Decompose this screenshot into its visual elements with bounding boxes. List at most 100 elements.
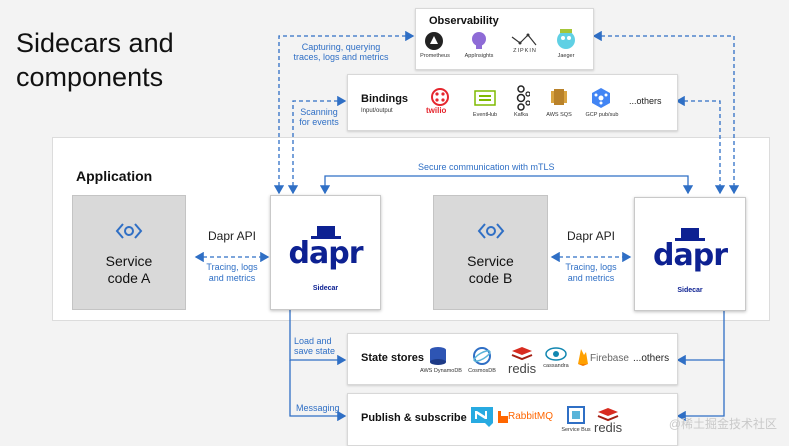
service-b-line-1: Service xyxy=(467,253,514,269)
cosmosdb-logo xyxy=(472,346,492,371)
redis-label: redis xyxy=(508,361,537,376)
twilio-label: twilio xyxy=(426,106,447,115)
eventhub-label: EventHub xyxy=(472,112,498,118)
cassandra-label: cassandra xyxy=(543,363,569,369)
redis-logo xyxy=(511,345,533,366)
service-a-line-1: Service xyxy=(105,253,153,269)
mtls-label: Secure communication with mTLS xyxy=(418,162,555,172)
dapr-hat-icon xyxy=(311,226,341,239)
jaeger-logo xyxy=(554,27,578,56)
sidecar-b-box: dapr Sidecar xyxy=(634,197,746,311)
gcp-pubsub-logo xyxy=(590,87,612,114)
dapr-logo-text: dapr xyxy=(653,238,728,273)
cosmosdb-label: CosmosDB xyxy=(468,368,496,374)
nats-logo xyxy=(471,407,493,432)
prometheus-logo xyxy=(424,31,444,56)
gcp-pubsub-icon xyxy=(592,88,610,108)
state-stores-title: State stores xyxy=(361,352,424,364)
prometheus-label: Prometheus xyxy=(420,53,450,59)
dynamodb-label: AWS DynamoDB xyxy=(420,368,462,374)
twilio-icon xyxy=(431,88,449,106)
cassandra-logo xyxy=(545,346,567,367)
tracing-b-line-1: Tracing, logs xyxy=(565,262,617,272)
prometheus-icon xyxy=(425,32,443,50)
pubsub-title: Publish & subscribe xyxy=(361,412,467,424)
jaeger-label: Jaeger xyxy=(557,53,575,59)
scanning-line-1: Scanning xyxy=(300,107,338,117)
load-save-label: Load and save state xyxy=(294,336,342,356)
sidecar-a-box: dapr Sidecar xyxy=(270,195,381,310)
scanning-line-2: for events xyxy=(299,117,339,127)
zipkin-label: ZIPKIN xyxy=(513,48,537,54)
sidecar-a-caption: Sidecar xyxy=(312,285,339,292)
servicebus-icon xyxy=(567,406,585,424)
twilio-logo xyxy=(430,88,450,111)
scanning-label: Scanning for events xyxy=(293,107,345,127)
capturing-label: Capturing, querying traces, logs and met… xyxy=(286,42,396,62)
dapr-api-label-a: Dapr API xyxy=(207,229,257,243)
redis-icon xyxy=(597,408,619,422)
rabbitmq-logo xyxy=(498,410,508,428)
tracing-label-b: Tracing, logs and metrics xyxy=(552,262,630,284)
observability-box: Observability Prometheus AppInsights ZIP… xyxy=(415,8,594,70)
jaeger-icon xyxy=(557,29,575,49)
tracing-label-a: Tracing, logs and metrics xyxy=(196,262,268,284)
observability-title: Observability xyxy=(429,15,499,27)
tracing-b-line-2: and metrics xyxy=(567,273,615,283)
eventhub-icon xyxy=(474,90,496,106)
service-b-line-2: code B xyxy=(468,270,513,286)
state-stores-others: ...others xyxy=(633,353,670,364)
appinsights-label: AppInsights xyxy=(464,53,494,59)
bindings-title: Bindings xyxy=(361,93,409,105)
capturing-line-1: Capturing, querying xyxy=(301,42,381,52)
aws-sqs-logo xyxy=(549,87,569,112)
capturing-line-2: traces, logs and metrics xyxy=(293,52,389,62)
redis-logo-pubsub xyxy=(597,406,619,427)
nats-icon xyxy=(471,407,493,427)
application-label: Application xyxy=(76,168,153,184)
aws-sqs-label: AWS SQS xyxy=(546,112,572,118)
load-line-2: save state xyxy=(294,346,336,356)
title-line-2: components xyxy=(16,62,164,92)
kafka-label: Kafka xyxy=(513,112,529,118)
cosmosdb-icon xyxy=(473,347,491,365)
slide-title: Sidecars and components xyxy=(16,26,174,94)
eventhub-logo xyxy=(474,89,496,112)
bindings-subtitle: Input/output xyxy=(361,108,393,114)
firebase-logo xyxy=(576,348,590,371)
service-a-box: Service code A xyxy=(72,195,186,310)
dynamodb-logo xyxy=(428,346,448,371)
rabbitmq-icon xyxy=(498,411,508,423)
firebase-label: Firebase xyxy=(590,353,629,364)
code-icon xyxy=(115,223,143,239)
appinsights-logo xyxy=(470,31,488,56)
dynamodb-icon xyxy=(430,347,446,365)
redis-label-pubsub: redis xyxy=(594,420,623,435)
load-line-1: Load and xyxy=(294,336,332,346)
watermark: @稀土掘金技术社区 xyxy=(668,417,777,431)
dapr-logo-text: dapr xyxy=(288,236,364,271)
rabbitmq-label: RabbitMQ xyxy=(508,411,554,422)
title-line-1: Sidecars and xyxy=(16,28,174,58)
pubsub-box: Publish & subscribe RabbitMQ Service Bus… xyxy=(347,393,678,446)
kafka-icon xyxy=(516,85,531,111)
code-icon xyxy=(477,223,504,239)
kafka-logo xyxy=(512,85,531,116)
cassandra-icon xyxy=(545,347,567,361)
messaging-label: Messaging xyxy=(296,403,340,413)
zipkin-logo xyxy=(508,31,542,60)
gcp-pubsub-label: GCP pub/sub xyxy=(585,112,619,118)
service-a-line-2: code A xyxy=(107,270,151,286)
firebase-icon xyxy=(578,349,588,366)
servicebus-label: Service Bus xyxy=(561,427,591,433)
dapr-hat-icon xyxy=(675,228,705,241)
sidecar-b-caption: Sidecar xyxy=(677,287,703,294)
redis-icon xyxy=(511,347,533,361)
lightbulb-icon xyxy=(472,32,486,49)
tracing-a-line-1: Tracing, logs xyxy=(206,262,258,272)
servicebus-logo xyxy=(567,406,585,429)
dapr-api-label-b: Dapr API xyxy=(566,229,616,243)
state-stores-box: State stores AWS DynamoDB CosmosDB redis… xyxy=(347,333,678,385)
tracing-a-line-2: and metrics xyxy=(208,273,256,283)
